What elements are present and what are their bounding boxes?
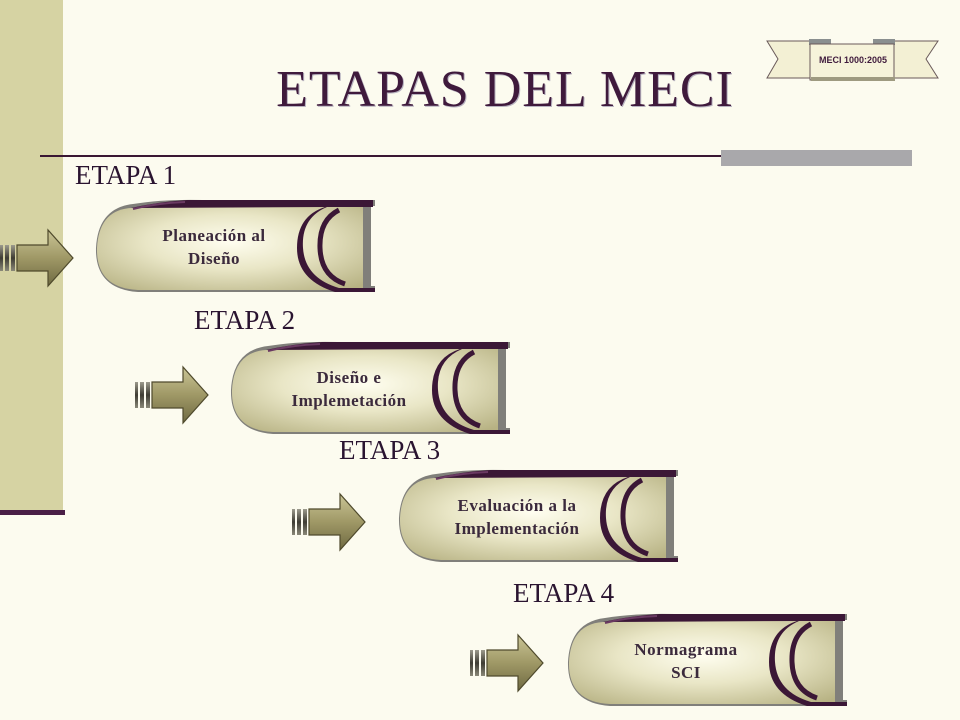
stage-2-scroll: Diseño e Implemetación <box>228 340 513 435</box>
stage-3-line-1: Evaluación a la <box>457 496 577 515</box>
stage-4-arrow-icon <box>470 634 544 692</box>
stage-4-line-1: Normagrama <box>634 640 738 659</box>
stage-1-scroll: Planeación al Diseño <box>93 198 378 293</box>
left-band-base <box>0 510 65 515</box>
stage-3-label: ETAPA 3 <box>339 435 441 465</box>
stage-3-line-2: Implementación <box>454 519 580 538</box>
title-divider-accent <box>721 150 912 166</box>
stage-1-line-2: Diseño <box>187 249 241 268</box>
stage-3-arrow-icon <box>292 493 366 551</box>
stage-4-scroll: Normagrama SCI <box>565 612 850 707</box>
stage-3-scroll: Evaluación a la Implementación <box>396 468 681 563</box>
stage-1-text: Planeación al Diseño <box>103 212 325 282</box>
stage-2-line-1: Diseño e <box>316 368 382 387</box>
badge-label: MECI 1000:2005 <box>818 55 888 65</box>
stage-1-label: ETAPA 1 <box>75 160 177 190</box>
stage-2-line-2: Implemetación <box>291 391 407 410</box>
stage-4-line-2: SCI <box>671 663 701 682</box>
stage-2-label: ETAPA 2 <box>194 305 296 335</box>
page-title: ETAPAS DEL MECI <box>276 61 734 118</box>
stage-3-text: Evaluación a la Implementación <box>406 482 628 552</box>
stage-2-text: Diseño e Implemetación <box>238 354 460 424</box>
stage-2-arrow-icon <box>135 366 209 424</box>
stage-4-label: ETAPA 4 <box>513 578 615 608</box>
stage-1-arrow-icon <box>0 229 74 287</box>
stage-4-text: Normagrama SCI <box>575 626 797 696</box>
meci-badge: MECI 1000:2005 <box>765 38 940 84</box>
title-divider <box>40 155 910 157</box>
stage-1-line-1: Planeación al <box>162 226 266 245</box>
